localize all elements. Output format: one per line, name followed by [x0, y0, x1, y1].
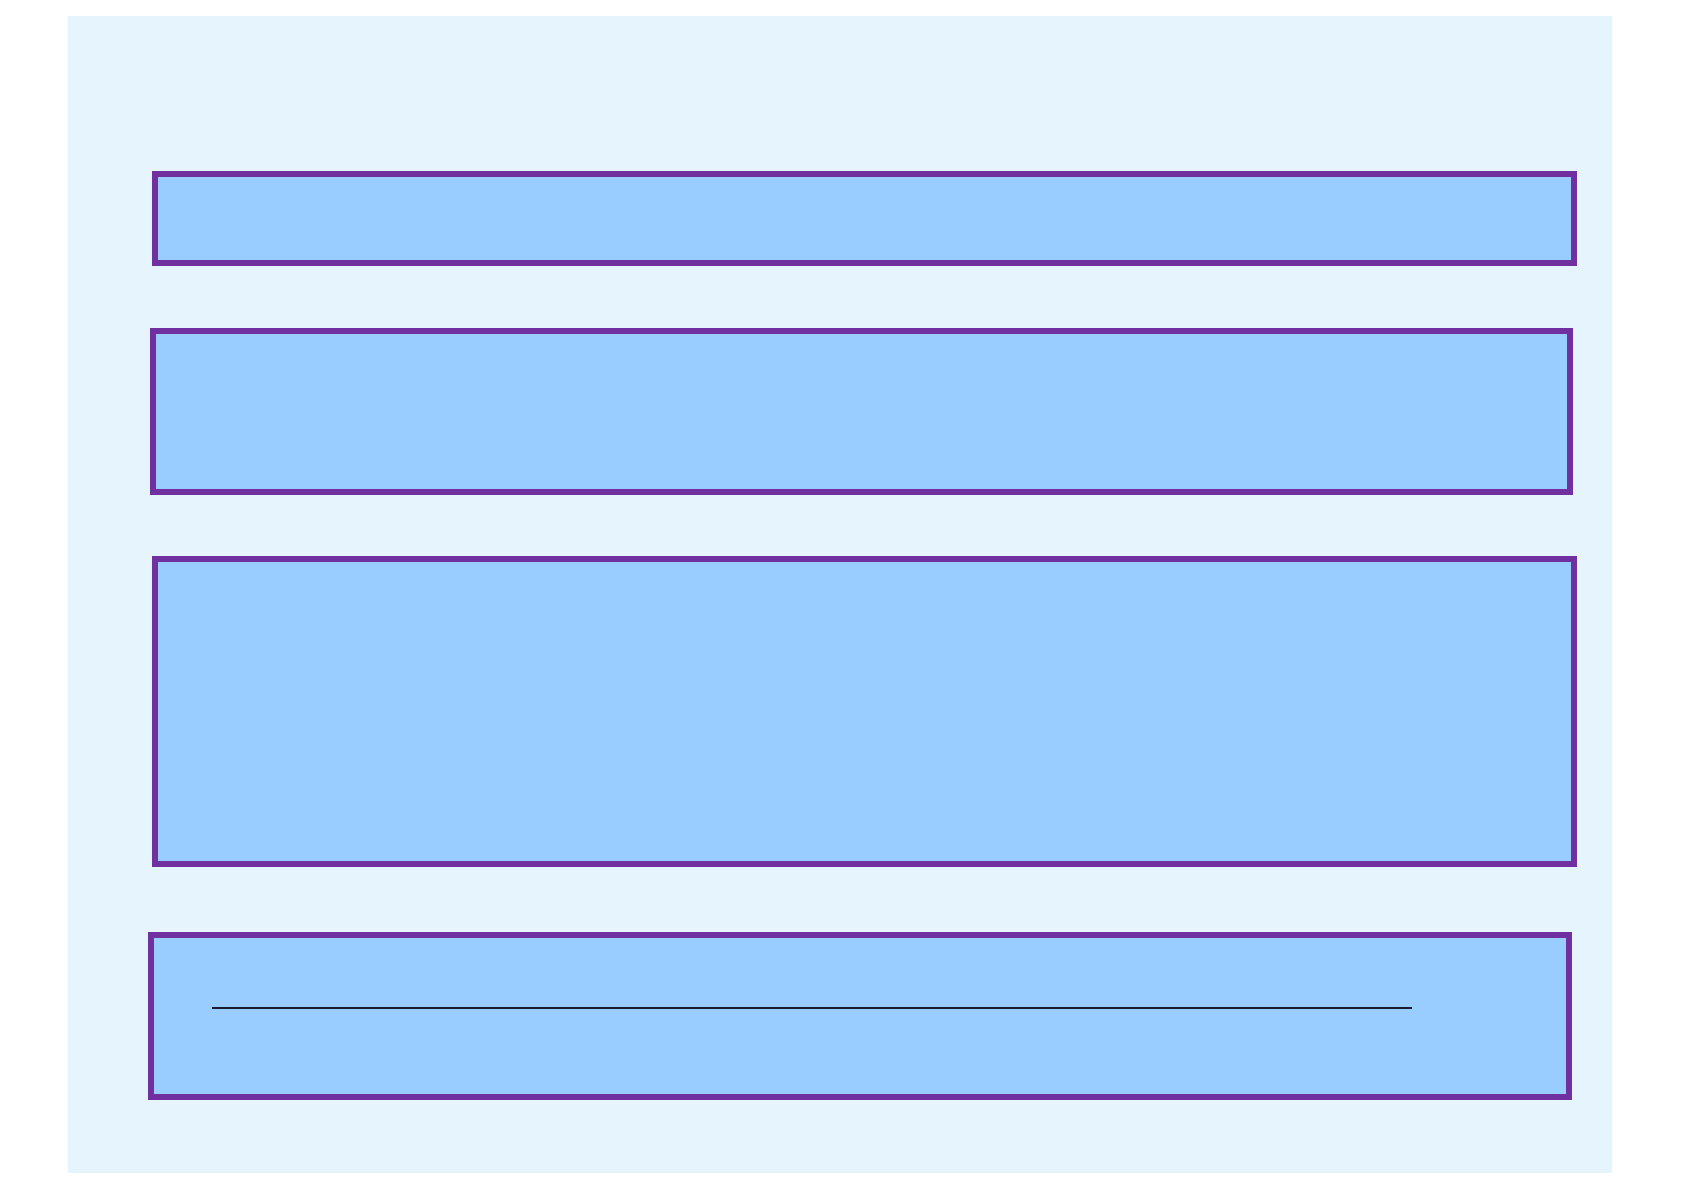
- divider-line: [212, 1007, 1412, 1009]
- panel-1: [152, 171, 1577, 266]
- panel-2: [150, 328, 1573, 495]
- panel-4: [148, 932, 1572, 1100]
- panel-3: [152, 556, 1577, 867]
